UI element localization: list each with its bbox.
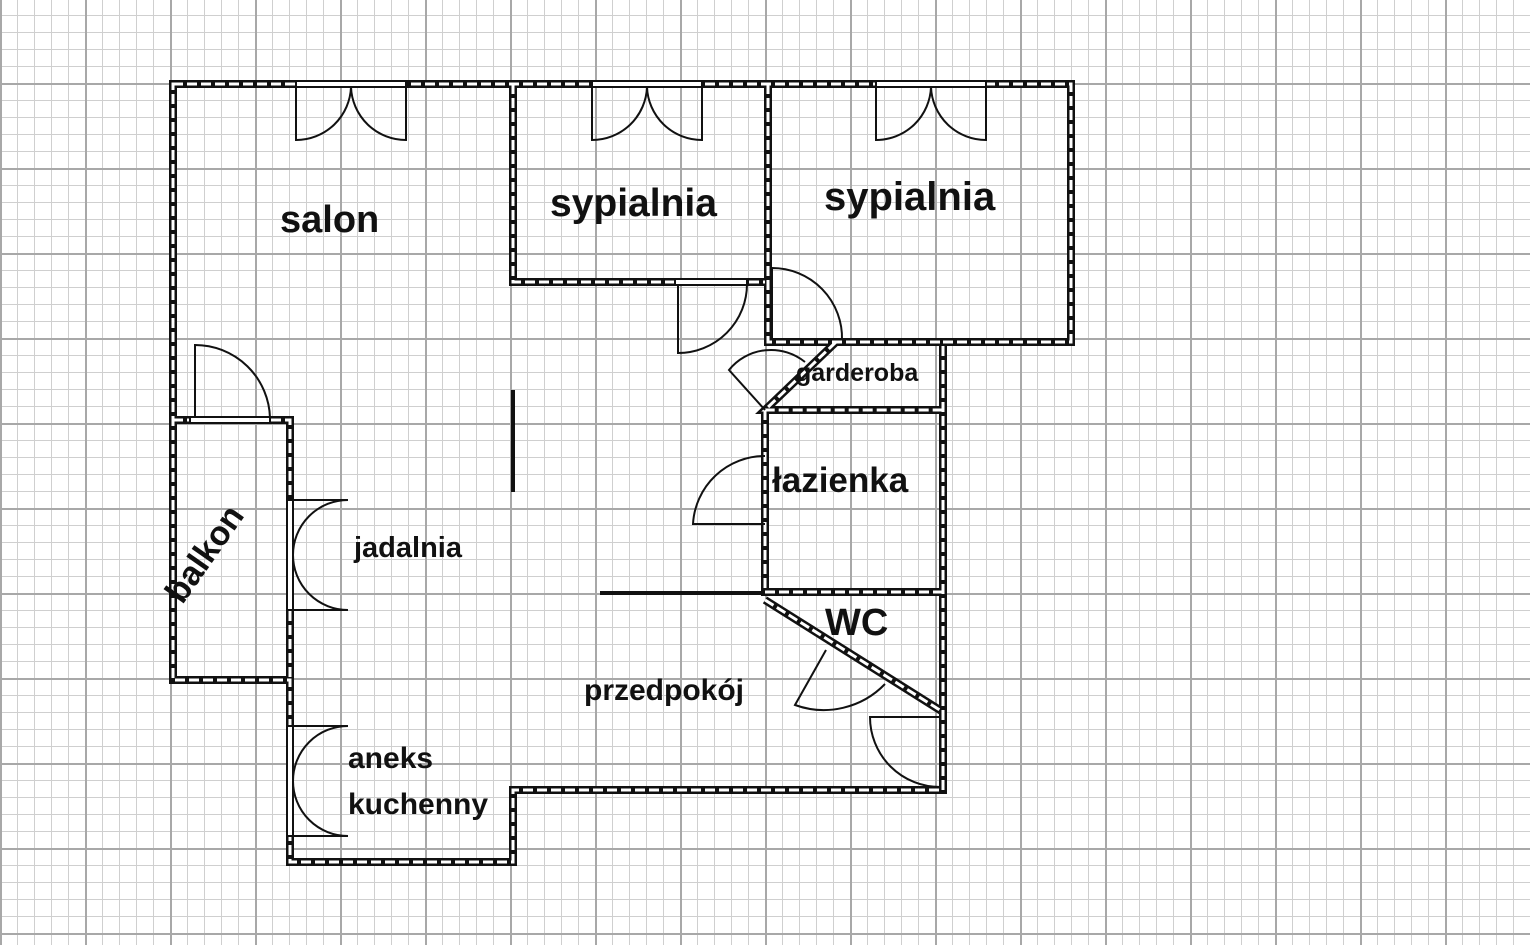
hall-door-icon [868, 716, 941, 788]
bedroom2-door-icon [771, 266, 844, 341]
kitchen-window-door-icon [292, 725, 349, 837]
room-label-wc: WC [825, 602, 889, 644]
bathroom-wall [761, 410, 943, 596]
room-label-bedroom2: sypialnia [824, 175, 996, 219]
room-label-bedroom1: sypialnia [550, 182, 717, 225]
bathroom-door-icon [691, 454, 766, 525]
room-label-kitchen-2: kuchenny [348, 788, 489, 821]
bedroom1-door-icon [677, 283, 748, 355]
balcony-door-icon [194, 343, 271, 419]
partition-line [511, 390, 765, 595]
doors [194, 86, 987, 837]
room-label-salon: salon [280, 199, 380, 241]
room-label-dining: jadalnia [354, 532, 462, 564]
room-label-kitchen-1: aneks [348, 742, 434, 775]
room-label-wardrobe: garderoba [796, 359, 919, 387]
room-label-hall: przedpokój [584, 674, 745, 707]
bedroom1-window-door-icon [591, 86, 703, 142]
bedroom2-window-door-icon [875, 86, 987, 142]
salon-window-door-icon [295, 86, 407, 142]
wc-door-icon [793, 649, 886, 712]
room-label-bathroom: łazienka [772, 461, 909, 500]
wardrobe-door-icon [727, 348, 806, 411]
dining-window-door-icon [292, 499, 349, 611]
